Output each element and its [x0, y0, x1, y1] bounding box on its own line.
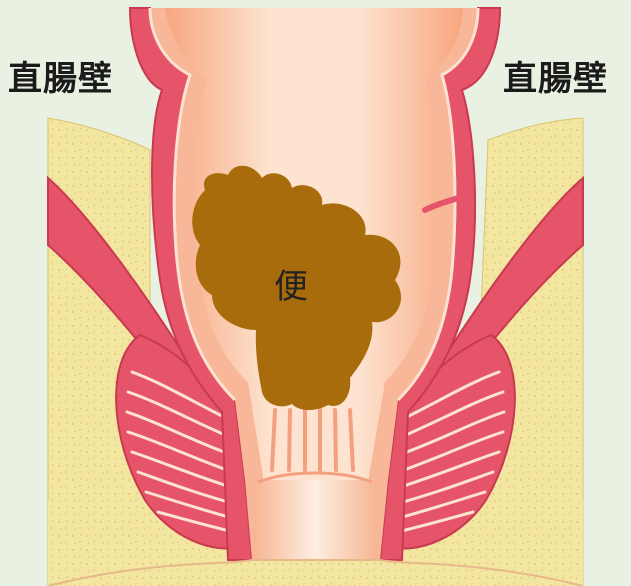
rectal-wall-label-left: 直腸壁: [8, 62, 113, 96]
anal-canal: [252, 480, 378, 560]
stool-label: 便: [274, 270, 308, 304]
rectal-wall-label-right: 直腸壁: [503, 62, 608, 96]
